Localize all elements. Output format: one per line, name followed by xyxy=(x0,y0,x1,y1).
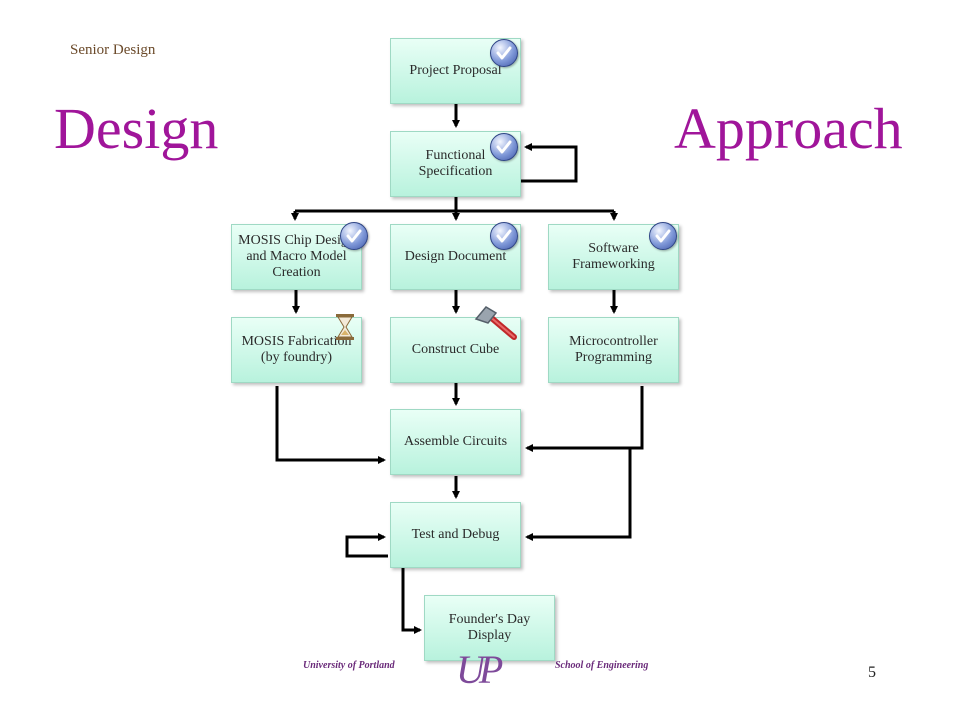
checkmark-icon xyxy=(490,133,518,161)
arrow-test-loop xyxy=(345,533,388,558)
checkmark-icon xyxy=(490,39,518,67)
node-label: Project Proposal xyxy=(409,62,502,78)
node-label: Construct Cube xyxy=(411,341,500,357)
node-founders-day-display: Founder's Day Display xyxy=(424,595,555,661)
node-label: Test and Debug xyxy=(411,526,500,542)
node-test-and-debug: Test and Debug xyxy=(390,502,521,568)
arrow-micro-to-test xyxy=(525,448,632,541)
arrow-test-to-founders xyxy=(401,568,422,634)
hammer-icon xyxy=(474,306,517,340)
title-word-left: Design xyxy=(54,96,219,161)
node-mosis-chip-design: MOSIS Chip Design and Macro Model Creati… xyxy=(231,224,362,290)
node-label: MOSIS Chip Design and Macro Model Creati… xyxy=(238,232,355,281)
course-label: Senior Design xyxy=(70,42,156,58)
node-label: MOSIS Fabrication (by foundry) xyxy=(241,333,352,365)
node-assemble-circuits: Assemble Circuits xyxy=(390,409,521,475)
checkmark-icon xyxy=(340,222,368,250)
title-word-right: Approach xyxy=(674,96,903,161)
node-mosis-fabrication: MOSIS Fabrication (by foundry) xyxy=(231,317,362,383)
footer-school: School of Engineering xyxy=(555,660,649,671)
node-label: Founder's Day Display xyxy=(448,611,531,643)
node-software-frameworking: Software Frameworking xyxy=(548,224,679,290)
node-label: Software Frameworking xyxy=(572,240,655,272)
footer-university: University of Portland xyxy=(303,660,395,671)
node-microcontroller-programming: Microcontroller Programming xyxy=(548,317,679,383)
checkmark-icon xyxy=(649,222,677,250)
node-label: Assemble Circuits xyxy=(403,433,508,449)
hourglass-icon xyxy=(336,314,354,340)
checkmark-icon xyxy=(490,222,518,250)
arrow-fab-to-assemble xyxy=(275,386,386,464)
node-label: Microcontroller Programming xyxy=(569,333,658,365)
page-number: 5 xyxy=(868,664,876,681)
arrow-micro-to-assemble xyxy=(525,386,644,452)
arrow-spec-loop xyxy=(520,143,578,183)
up-logo: UP xyxy=(456,647,503,692)
node-label: Functional Specification xyxy=(418,147,493,179)
node-label: Design Document xyxy=(404,248,507,264)
